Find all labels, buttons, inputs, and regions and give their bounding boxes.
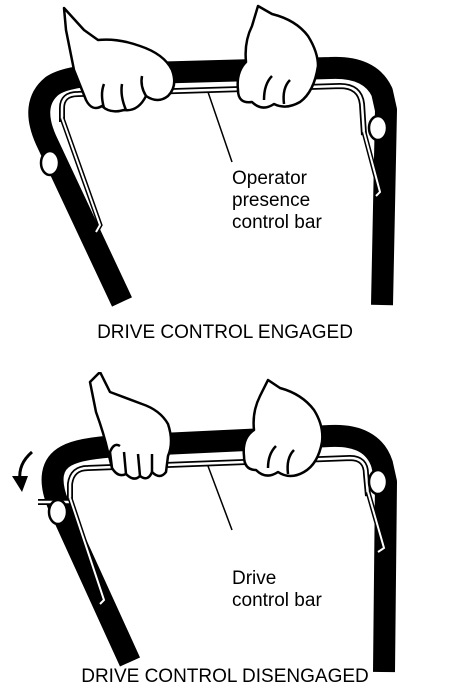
engaged-handle-illustration <box>0 0 450 372</box>
left-hand <box>90 372 171 479</box>
release-arrow-icon <box>20 452 32 480</box>
disengaged-handle-illustration <box>0 372 450 691</box>
drive-control-disengaged-caption: DRIVE CONTROL DISENGAGED <box>0 666 450 688</box>
right-hand <box>244 380 323 476</box>
right-pivot-clip <box>369 470 387 494</box>
callout-leader-line <box>208 92 232 162</box>
left-pivot-clip <box>41 151 59 175</box>
mower-handle <box>53 436 386 672</box>
disengaged-illustration-panel: Drive control bar DRIVE CONTROL DISENGAG… <box>0 372 450 691</box>
right-hand <box>238 6 318 108</box>
right-pivot-clip <box>369 116 387 140</box>
engaged-illustration-panel: Operator presence control bar DRIVE CONT… <box>0 0 450 372</box>
operator-presence-control-bar-label: Operator presence control bar <box>232 168 322 234</box>
left-pivot-clip <box>49 500 67 524</box>
drive-control-engaged-caption: DRIVE CONTROL ENGAGED <box>0 322 450 344</box>
drive-control-bar-label: Drive control bar <box>232 568 322 612</box>
callout-leader-line <box>208 466 232 530</box>
